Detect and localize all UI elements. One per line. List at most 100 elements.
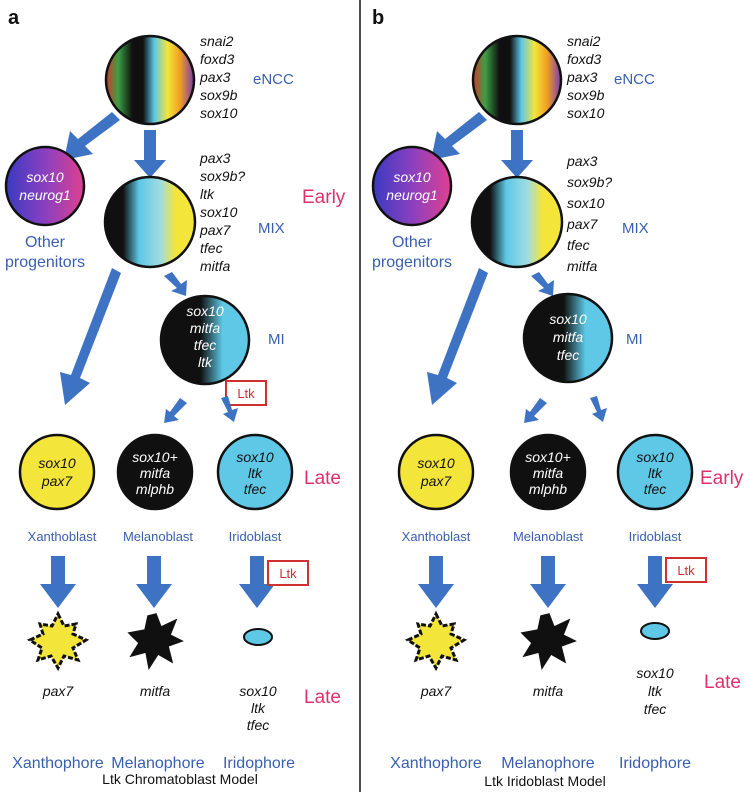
panel-a: a snai2 foxd3 pax3 sox9b sox10 eNCC sox1… — [4, 7, 346, 787]
gene-label: mitfa — [533, 465, 564, 481]
gene-label: snai2 — [567, 33, 601, 49]
arrow-icon — [590, 396, 607, 422]
arrow-icon — [164, 398, 187, 423]
gene-label: mitfa — [190, 320, 221, 336]
encc-label: eNCC — [614, 71, 655, 88]
stage-label: Late — [304, 468, 341, 489]
gene-label: pax7 — [420, 683, 453, 699]
gene-label: tfec — [244, 481, 267, 497]
xanthophore-icon — [26, 610, 90, 672]
stage-label: Early — [700, 468, 744, 489]
blast-label: Xanthoblast — [28, 529, 97, 544]
other-progenitors-label: progenitors — [5, 254, 85, 271]
gene-label: mlphb — [136, 481, 174, 497]
ltk-box-label: Ltk — [677, 563, 695, 578]
arrow-icon — [40, 556, 76, 608]
arrow-icon — [531, 272, 554, 296]
gene-label: tfec — [194, 337, 217, 353]
gene-label: ltk — [248, 465, 263, 481]
gene-label: sox10+ — [525, 449, 571, 465]
gene-label: sox10 — [636, 665, 674, 681]
gene-label: tfec — [200, 240, 223, 256]
ltk-box — [225, 380, 267, 406]
phore-label: Melanophore — [501, 755, 595, 772]
mix-cell — [103, 175, 197, 269]
gene-label: sox10 — [186, 303, 224, 319]
mi-cell — [159, 294, 251, 386]
gene-label: tfec — [644, 701, 667, 717]
iridophore-icon — [243, 628, 273, 646]
gene-label: sox10 — [200, 204, 238, 220]
mi-label: MI — [268, 331, 285, 348]
gene-label: pax3 — [566, 153, 598, 169]
melanophore-icon — [520, 613, 577, 670]
gene-label: ltk — [648, 465, 663, 481]
encc-label: eNCC — [253, 71, 294, 88]
gene-label: sox10 — [38, 455, 76, 471]
gene-label: mitfa — [200, 258, 231, 274]
arrow-icon — [431, 112, 487, 160]
arrow-icon — [136, 556, 172, 608]
arrow-icon — [64, 112, 120, 160]
gene-label: sox9b? — [200, 168, 245, 184]
xanthoblast-cell — [397, 433, 475, 511]
model-title: Ltk Iridoblast Model — [484, 773, 605, 789]
other-progenitors-label: Other — [392, 234, 433, 251]
arrow-icon — [501, 130, 533, 178]
arrow-icon — [637, 556, 673, 608]
stage-label: Early — [302, 187, 346, 208]
encc-cell — [104, 34, 196, 126]
gene-label: sox10 — [417, 455, 455, 471]
other-progenitors-label: Other — [25, 234, 66, 251]
arrow-icon — [221, 396, 238, 422]
iridoblast-cell — [616, 433, 694, 511]
panel-b: b snai2 foxd3 pax3 sox9b sox10 eNCC sox1… — [371, 7, 744, 789]
ltk-box-label: Ltk — [237, 386, 255, 401]
arrow-icon — [60, 268, 121, 405]
blast-label: Xanthoblast — [402, 529, 471, 544]
gene-label: ltk — [251, 700, 266, 716]
phore-label: Iridophore — [619, 755, 691, 772]
gene-label: neurog1 — [386, 187, 437, 203]
melanoblast-cell — [116, 433, 194, 511]
gene-label: pax7 — [41, 473, 74, 489]
blast-label: Melanoblast — [123, 529, 193, 544]
gene-label: mitfa — [567, 258, 598, 274]
panel-letter: a — [8, 7, 20, 29]
gene-label: sox10 — [549, 311, 587, 327]
arrow-icon — [164, 272, 187, 296]
gene-label: mitfa — [140, 465, 171, 481]
mi-label: MI — [626, 331, 643, 348]
melanoblast-cell — [509, 433, 587, 511]
gene-label: mitfa — [140, 683, 171, 699]
phore-label: Iridophore — [223, 755, 295, 772]
gene-label: sox9b? — [567, 174, 612, 190]
ltk-box — [665, 557, 707, 583]
gene-label: neurog1 — [19, 187, 70, 203]
xanthophore-icon — [404, 610, 468, 672]
encc-gene-list: snai2 foxd3 pax3 sox9b sox10 — [199, 33, 238, 121]
xanthoblast-cell — [18, 433, 96, 511]
panel-letter: b — [372, 7, 384, 29]
mix-label: MIX — [622, 220, 649, 237]
melanophore-icon — [127, 613, 184, 670]
arrow-icon — [427, 268, 488, 405]
gene-label: pax3 — [199, 150, 231, 166]
gene-label: tfec — [247, 717, 270, 733]
gene-label: foxd3 — [200, 51, 234, 67]
arrow-icon — [524, 398, 547, 423]
gene-label: sox10 — [567, 195, 605, 211]
gene-label: sox9b — [200, 87, 238, 103]
gene-label: ltk — [648, 683, 663, 699]
gene-label: snai2 — [200, 33, 234, 49]
iridoblast-cell — [216, 433, 294, 511]
gene-label: sox9b — [567, 87, 605, 103]
gene-label: tfec — [644, 481, 667, 497]
other-progenitors-label: progenitors — [372, 254, 452, 271]
gene-label: sox10 — [567, 105, 605, 121]
gene-label: mitfa — [533, 683, 564, 699]
gene-label: sox10 — [636, 449, 674, 465]
gene-label: pax3 — [566, 69, 598, 85]
arrow-icon — [134, 130, 166, 178]
gene-label: tfec — [557, 347, 580, 363]
